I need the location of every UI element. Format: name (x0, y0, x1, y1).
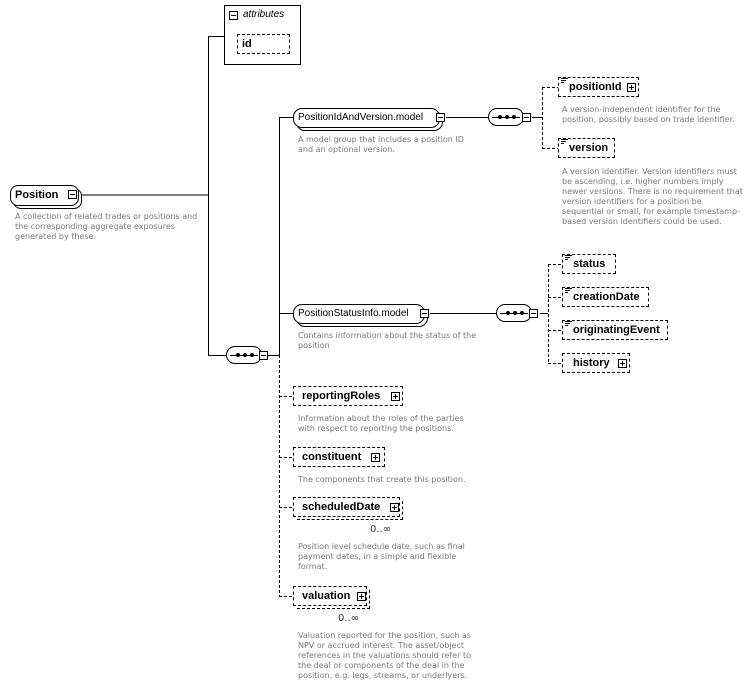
main-sequence-compositor[interactable] (226, 346, 262, 364)
element-originating-event-icon (565, 321, 572, 327)
element-position-id-description: A version-independent identifier for the… (562, 105, 735, 124)
element-reporting-roles-description: Information about the roles of the parti… (298, 414, 464, 433)
element-originating-event[interactable]: originatingEvent (562, 320, 668, 340)
collapse-attributes-toggle[interactable] (229, 11, 238, 20)
element-scheduled-date[interactable]: scheduledDate (293, 497, 403, 520)
element-constituent-label: constituent (302, 451, 362, 463)
collapse-version-model-toggle[interactable] (436, 113, 445, 122)
element-status[interactable]: status (562, 254, 616, 274)
expand-constituent-toggle[interactable] (371, 453, 380, 462)
element-valuation[interactable]: valuation (293, 586, 370, 609)
expand-position-id-toggle[interactable] (627, 83, 636, 92)
element-status-icon (565, 255, 572, 261)
status-sequence-compositor[interactable] (496, 304, 532, 322)
element-version-icon (561, 139, 568, 145)
version-sequence-compositor[interactable] (488, 108, 524, 126)
element-creation-date[interactable]: creationDate (562, 287, 649, 307)
group-position-id-and-version-description: A model group that includes a position I… (298, 135, 464, 154)
element-position-id[interactable]: positionId (558, 77, 639, 97)
element-history-label: history (573, 357, 610, 369)
element-version[interactable]: version (558, 138, 615, 158)
element-position-id-icon (561, 78, 568, 84)
element-version-description: A version identifier. Version identifier… (562, 167, 743, 226)
element-scheduled-date-label: scheduledDate (302, 501, 381, 513)
group-position-status-info-description: Contains information about the status of… (298, 331, 477, 350)
element-creation-date-icon (565, 288, 572, 294)
element-constituent-description: The components that create this position… (298, 475, 466, 484)
collapse-main-sequence-toggle[interactable] (259, 351, 268, 360)
expand-valuation-toggle[interactable] (357, 592, 366, 601)
root-element-label: Position (15, 189, 59, 201)
element-position-id-label: positionId (569, 81, 622, 93)
element-valuation-label: valuation (302, 590, 351, 602)
element-creation-date-label: creationDate (573, 291, 640, 303)
element-constituent[interactable]: constituent (293, 447, 385, 467)
collapse-status-sequence-toggle[interactable] (529, 309, 538, 318)
group-position-status-info[interactable]: PositionStatusInfo.model (293, 304, 425, 324)
element-scheduled-date-description: Position level schedule date, such as fi… (298, 542, 465, 571)
element-history[interactable]: history (562, 353, 630, 373)
group-position-id-and-version[interactable]: PositionIdAndVersion.model (293, 108, 440, 128)
root-element-position[interactable]: Position (10, 185, 79, 206)
attributes-group: attributes id (224, 5, 301, 65)
element-reporting-roles-label: reportingRoles (302, 390, 381, 402)
group-position-id-and-version-label: PositionIdAndVersion.model (298, 112, 424, 123)
collapse-status-model-toggle[interactable] (420, 309, 429, 318)
element-valuation-description: Valuation reported for the position, suc… (298, 631, 472, 680)
attribute-id[interactable]: id (237, 34, 290, 54)
element-reporting-roles[interactable]: reportingRoles (293, 386, 403, 406)
expand-reporting-roles-toggle[interactable] (391, 392, 400, 401)
collapse-version-sequence-toggle[interactable] (522, 113, 531, 122)
position-description: A collection of related trades or positi… (15, 212, 198, 241)
expand-scheduled-date-toggle[interactable] (390, 503, 399, 512)
attributes-title: attributes (243, 9, 285, 20)
element-valuation-cardinality: 0..∞ (338, 613, 360, 624)
element-scheduled-date-cardinality: 0..∞ (370, 524, 392, 535)
expand-history-toggle[interactable] (618, 359, 627, 368)
element-status-label: status (573, 258, 606, 270)
element-originating-event-label: originatingEvent (573, 324, 660, 336)
collapse-position-toggle[interactable] (68, 190, 77, 199)
group-position-status-info-label: PositionStatusInfo.model (298, 308, 409, 319)
element-version-label: version (569, 142, 609, 154)
